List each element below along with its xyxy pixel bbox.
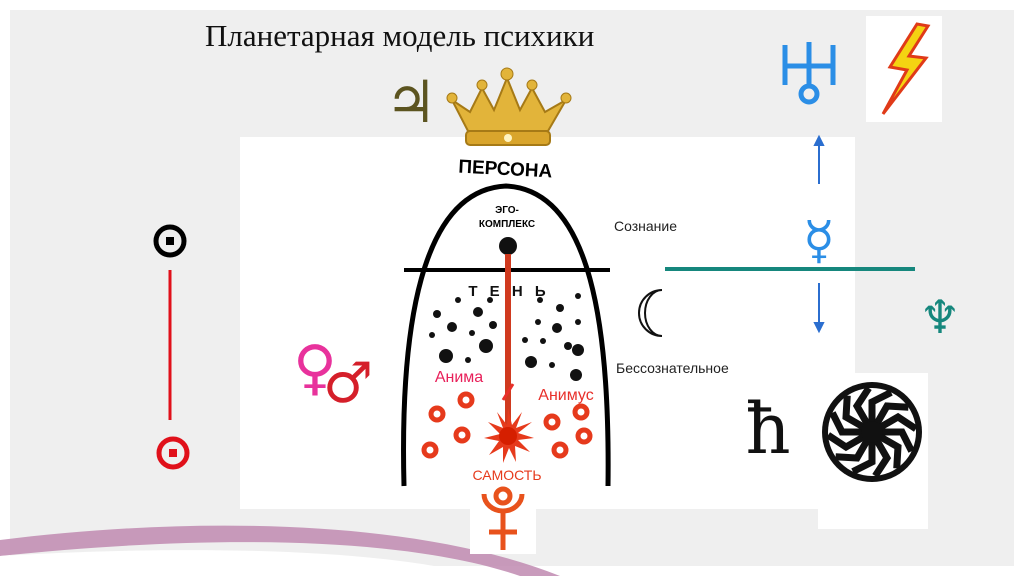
black-sun-ray (882, 428, 915, 453)
page-title: Планетарная модель психики (205, 18, 595, 53)
shadow-dot (433, 310, 441, 318)
shadow-dot (439, 349, 453, 363)
shadow-dot (473, 307, 483, 317)
pluto-icon (481, 486, 525, 550)
unconscious-label: Бессознательное (616, 360, 729, 376)
shadow-dot (429, 332, 435, 338)
self-ring (453, 426, 471, 444)
uranus-icon (782, 42, 836, 105)
black-sun-ray (842, 395, 866, 431)
shadow-dot (570, 369, 582, 381)
shadow-dot (487, 297, 493, 303)
left-axis (153, 224, 190, 470)
black-sun-ray (829, 411, 862, 436)
ego-nucleus (499, 237, 517, 255)
self-label: САМОСТЬ (472, 467, 541, 483)
black-sun-ray (872, 438, 892, 478)
shadow-label: Т Е Н Ь (468, 283, 549, 300)
persona-label: ПЕРСОНА (458, 157, 553, 183)
decorative-swoosh-base (0, 550, 480, 576)
black-sun-ray (851, 442, 876, 475)
shadow-dot (575, 319, 581, 325)
black-sun-ray (878, 412, 918, 432)
shadow-dot (537, 297, 543, 303)
venus-icon: ♀ (293, 333, 337, 403)
crown-icon (446, 67, 572, 146)
top-axis-icon (153, 224, 187, 258)
shadow-dot (469, 330, 475, 336)
shadow-dot (479, 339, 493, 353)
shadow-dot (489, 321, 497, 329)
saturn-icon: ħ (745, 388, 790, 470)
neptune-icon: ♆ (919, 290, 960, 344)
black-sun-ray (878, 433, 902, 469)
arrow-up-icon (813, 134, 825, 146)
shadow-dot (575, 293, 581, 299)
black-sun-ray (873, 402, 909, 426)
black-sun-icon (822, 382, 922, 482)
consciousness-label: Сознание (614, 218, 677, 234)
self-starburst (484, 408, 534, 463)
shadow-dot (535, 319, 541, 325)
self-ring (575, 427, 593, 445)
self-rings (421, 391, 593, 459)
shadow-dot (465, 357, 471, 363)
anima-animus-separator (501, 383, 515, 401)
jupiter-icon: ♃ (385, 68, 437, 136)
moon-icon (638, 289, 663, 337)
shadow-dot (556, 304, 564, 312)
mercury-icon: ☿ (803, 211, 835, 271)
shadow-dot (447, 322, 457, 332)
shadow-dot (549, 362, 555, 368)
black-sun-ray (852, 386, 872, 426)
ego-label-line2: КОМПЛЕКС (479, 219, 535, 230)
shadow-dot (455, 297, 461, 303)
mercury-axis-arrows (813, 134, 825, 334)
self-ring (572, 403, 590, 421)
self-ring (428, 405, 446, 423)
shadow-dot (552, 323, 562, 333)
black-sun-ray (826, 432, 866, 452)
self-ring (551, 441, 569, 459)
shadow-dot (522, 337, 528, 343)
shadow-dot (525, 356, 537, 368)
anima-label: Анима (435, 369, 483, 386)
animus-label: Анимус (538, 387, 593, 404)
shadow-dots (429, 293, 584, 381)
decorative-swoosh (0, 525, 560, 576)
self-ring (543, 413, 561, 431)
shadow-dot (540, 338, 546, 344)
black-sun-ray (868, 389, 893, 422)
bottom-axis-icon (156, 436, 190, 470)
mars-icon: ♂ (323, 351, 373, 416)
self-ring (457, 391, 475, 409)
persona-dome (401, 183, 611, 487)
ego-label-line1: ЭГО- (495, 205, 519, 216)
lightning-icon (881, 22, 931, 115)
self-ring (421, 441, 439, 459)
black-sun-ray (835, 438, 871, 462)
shadow-dot (564, 342, 572, 350)
shadow-dot (572, 344, 584, 356)
arrow-down-icon (813, 322, 825, 334)
